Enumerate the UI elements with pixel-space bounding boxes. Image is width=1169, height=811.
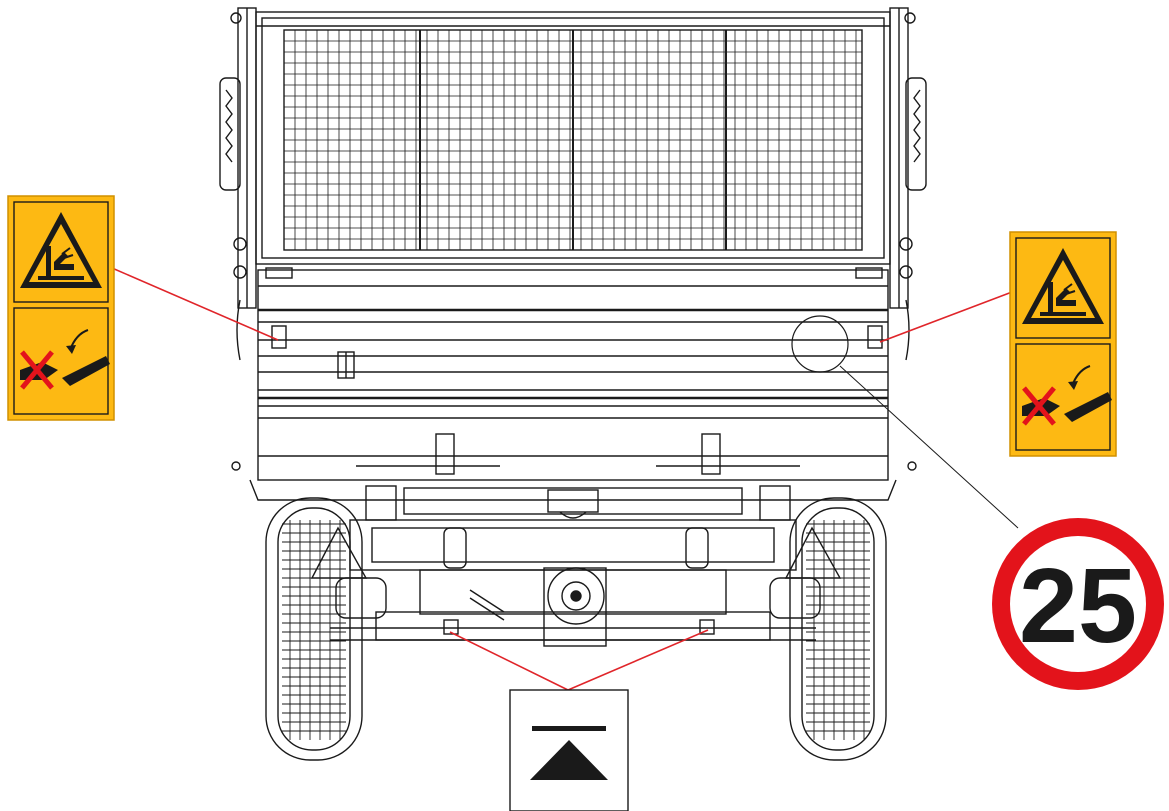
speed-limit-value: 25 [1019, 547, 1137, 665]
leader-line-jack-right [567, 629, 709, 691]
leader-line-left-label [111, 267, 279, 341]
right-wheel [789, 497, 887, 761]
right-corner-post [889, 7, 927, 471]
crush-hazard-triangle-icon [20, 212, 102, 288]
do-not-reach-hand-icon [1022, 365, 1112, 426]
speed-sign-location-marker [791, 315, 849, 373]
leader-lines [111, 267, 1019, 691]
tailgate [257, 267, 889, 481]
mesh-sideboard [255, 11, 891, 265]
do-not-reach-hand-icon [20, 329, 110, 390]
left-tail-lamp [310, 526, 387, 619]
warning-label-left [7, 195, 115, 421]
leader-line-speed-sign [839, 365, 1019, 529]
trailer-drawing [219, 7, 927, 761]
speed-limit-sign: 25 [992, 518, 1164, 690]
left-wheel [265, 497, 363, 761]
warning-label-right [1009, 231, 1117, 457]
hydraulic-pump [469, 567, 607, 647]
speed-limit-face [1010, 536, 1146, 672]
leader-line-right-label [879, 291, 1013, 343]
leader-line-jack-left [449, 631, 569, 691]
crush-hazard-triangle-icon [1022, 248, 1104, 324]
right-tail-lamp [769, 526, 842, 619]
lifting-point-triangle-icon [530, 726, 608, 780]
jack-point-label [509, 689, 629, 811]
left-corner-post [219, 7, 257, 471]
